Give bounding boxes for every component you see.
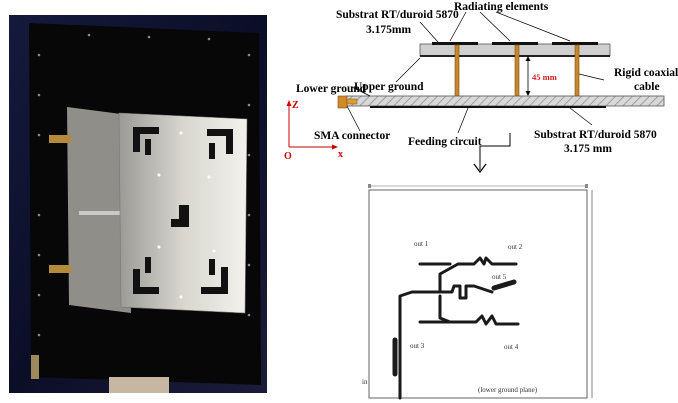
rigid-coaxial-label-line1: Rigid coaxial xyxy=(614,67,678,79)
radiating-elements-label: Radiating elements xyxy=(454,1,549,13)
input-port-label: in xyxy=(362,378,368,386)
out3-label: out 3 xyxy=(410,342,425,350)
out2-label: out 2 xyxy=(508,243,523,251)
height-label: 45 mm xyxy=(532,72,557,82)
sma-connector-bottom xyxy=(49,265,71,273)
lower-ground-label: Lower ground xyxy=(296,83,367,95)
feeding-circuit-line xyxy=(370,106,606,108)
axis-x-label: x xyxy=(338,149,343,160)
axis-o-label: O xyxy=(284,151,292,162)
lower-substrate xyxy=(345,95,665,107)
axis-z-label: Z xyxy=(292,100,299,111)
feed-microstrip-lines xyxy=(392,256,520,400)
substrat-bottom-label-line2: 3.175 mm xyxy=(564,143,612,155)
feed-network-panel: out 1 out 2 out 5 out 3 out 4 (lower gro… xyxy=(362,184,593,400)
lower-ground-plate xyxy=(67,107,131,313)
zoom-arrow xyxy=(479,133,511,170)
sma-connector-top xyxy=(49,135,71,143)
photo-bottom-object xyxy=(109,377,169,393)
radiating-elements-photo xyxy=(133,127,233,294)
antenna-cross-section-diagram: 45 mm Z O x Substrat RT/duroid 5870 3.17… xyxy=(284,1,678,400)
plate-holes xyxy=(157,131,216,299)
feeding-circuit-label: Feeding circuit xyxy=(408,136,482,148)
radiating-patches xyxy=(432,42,598,45)
leader-lines xyxy=(346,11,605,134)
sma-connector-label: SMA connector xyxy=(314,130,390,142)
panel-screws xyxy=(37,33,251,337)
antenna-photo xyxy=(9,15,267,393)
cable-bottom xyxy=(31,355,39,379)
substrat-top-label-line1: Substrat RT/duroid 5870 xyxy=(336,9,459,21)
support-rod xyxy=(79,211,129,215)
out5-label: out 5 xyxy=(492,273,507,281)
rigid-coaxial-label-line2: cable xyxy=(634,81,660,93)
sma-connector-shape xyxy=(337,95,348,109)
upper-ground-label: Upper ground xyxy=(354,81,424,93)
out1-label: out 1 xyxy=(414,240,429,248)
feed-network-caption: (lower ground plane) xyxy=(478,386,538,394)
substrat-top-label-line2: 3.175mm xyxy=(366,24,411,36)
out4-label: out 4 xyxy=(504,343,519,351)
substrat-bottom-label-line1: Substrat RT/duroid 5870 xyxy=(534,129,657,141)
